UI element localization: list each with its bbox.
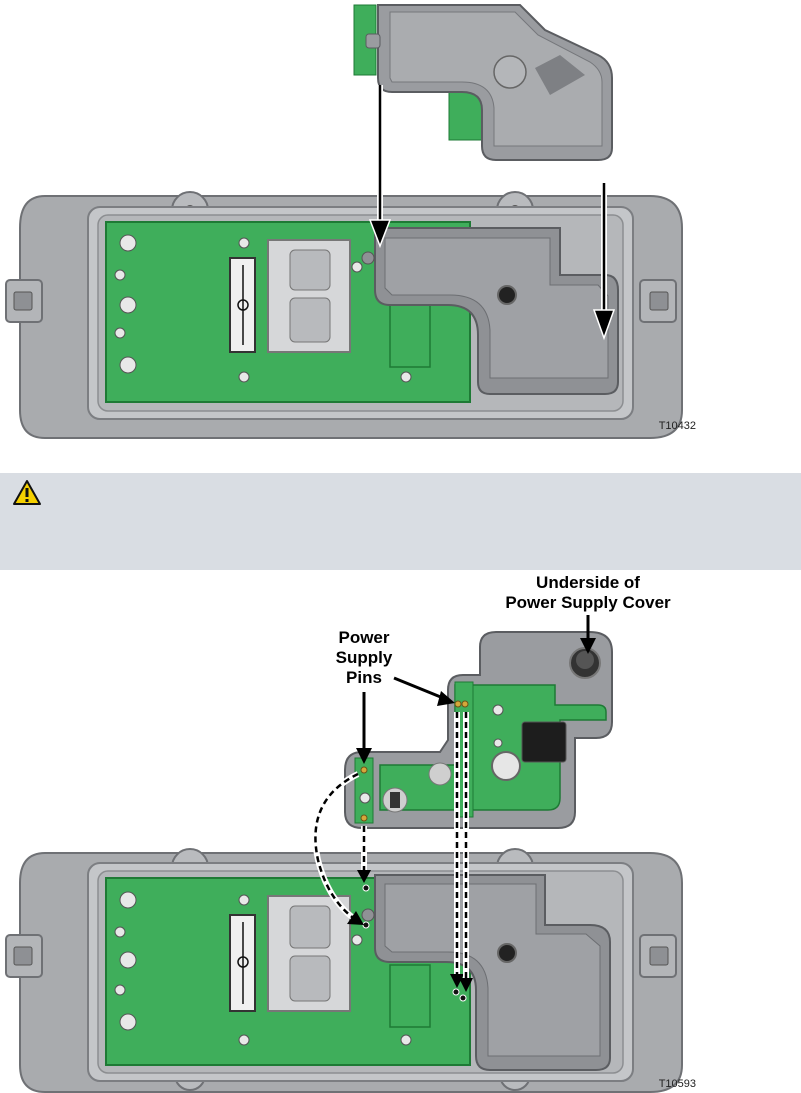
- caution-band: [0, 473, 801, 570]
- callout-power-supply-pins: Power Supply Pins: [318, 628, 410, 688]
- cover-pin-2: [360, 814, 368, 822]
- figure-id-top: T10432: [658, 420, 696, 432]
- cover-pin-3: [454, 700, 462, 708]
- transformer: [521, 721, 567, 763]
- arrow-head-left: [368, 219, 392, 249]
- callout-power-supply-cover: Underside of Power Supply Cover: [478, 573, 698, 613]
- housing-diagram-bottom: [5, 615, 683, 1093]
- arrow-head-right: [592, 309, 616, 341]
- housing-diagram-top: [5, 4, 683, 439]
- figure-id-bottom: T10593: [658, 1078, 696, 1090]
- warning-triangle-icon: [13, 480, 41, 505]
- figure-power-supply-pins: Underside of Power Supply Cover Power Su…: [0, 570, 801, 1093]
- callout-pins-line2: Supply: [335, 648, 393, 667]
- cover-pin-1: [360, 766, 368, 774]
- callout-cover-line1: Underside of: [536, 573, 640, 592]
- callout-pins-line3: Pins: [346, 668, 382, 687]
- pin-socket-2: [362, 921, 370, 929]
- pin-socket-3: [452, 988, 460, 996]
- pin-socket-4: [459, 994, 467, 1002]
- pins-callout-arrow-diag: [393, 676, 449, 702]
- figure-cover-installation: T10432: [0, 0, 801, 465]
- pin-socket-1: [362, 884, 370, 892]
- cover-pin-4: [461, 700, 469, 708]
- callout-pins-line1: Power: [338, 628, 390, 647]
- callout-cover-line2: Power Supply Cover: [505, 593, 671, 612]
